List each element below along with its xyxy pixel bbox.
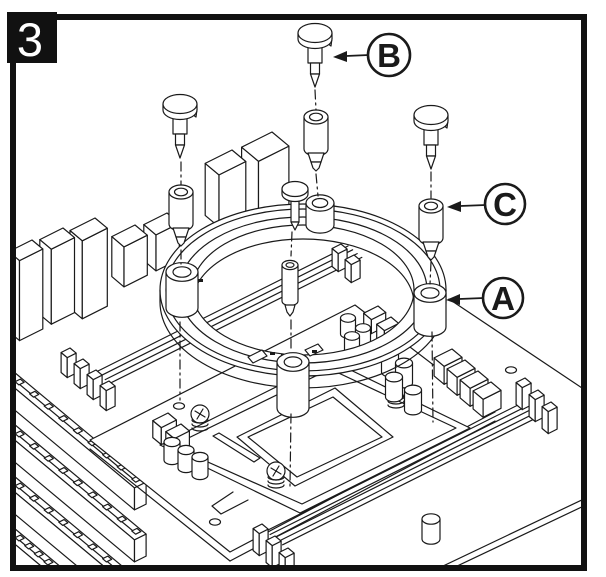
callout-a-arrow-line: [458, 297, 485, 300]
callout-c-arrow-line: [459, 204, 487, 207]
ram-slots-right: [252, 377, 558, 568]
callout-a-circle-icon: [481, 276, 525, 320]
callout-b-arrowhead-icon: [333, 51, 347, 62]
callout-b-letter: B: [377, 37, 401, 74]
callout-b-circle-icon: [366, 32, 412, 78]
step-number-badge: 3: [7, 12, 57, 66]
ram-slots-left: [60, 243, 363, 412]
ring-boss-left: [165, 262, 199, 318]
standoff-c: [418, 198, 444, 261]
ring-boss-front: [276, 352, 310, 418]
pcie-slots: [13, 371, 147, 568]
figure-border: [10, 14, 587, 571]
callout-a-arrowhead-icon: [446, 294, 460, 305]
step-number: 3: [17, 13, 43, 66]
callout-c-letter: C: [493, 186, 517, 223]
push-pin-right: [413, 104, 449, 170]
callout-c: C: [447, 182, 527, 226]
inserted-push-pin: [281, 180, 309, 231]
alignment-dashes: [179, 89, 434, 487]
board-edges: [437, 298, 584, 568]
standoff-center: [303, 109, 329, 172]
ring-boss-a: [413, 283, 447, 337]
callout-c-arrowhead-icon: [447, 201, 461, 212]
motherboard-illustration: [13, 22, 584, 568]
push-pin-b: [297, 22, 333, 88]
callout-b: B: [333, 32, 412, 78]
callout-b-arrow-line: [345, 54, 370, 57]
component-clusters: [152, 305, 502, 545]
ring-boss-back: [305, 194, 335, 234]
callout-a-letter: A: [491, 280, 515, 317]
center-standoff: [281, 259, 299, 317]
standoff-left: [168, 184, 194, 247]
push-pin-left: [162, 93, 198, 159]
callout-c-circle-icon: [483, 182, 527, 226]
callout-a: A: [446, 276, 525, 320]
